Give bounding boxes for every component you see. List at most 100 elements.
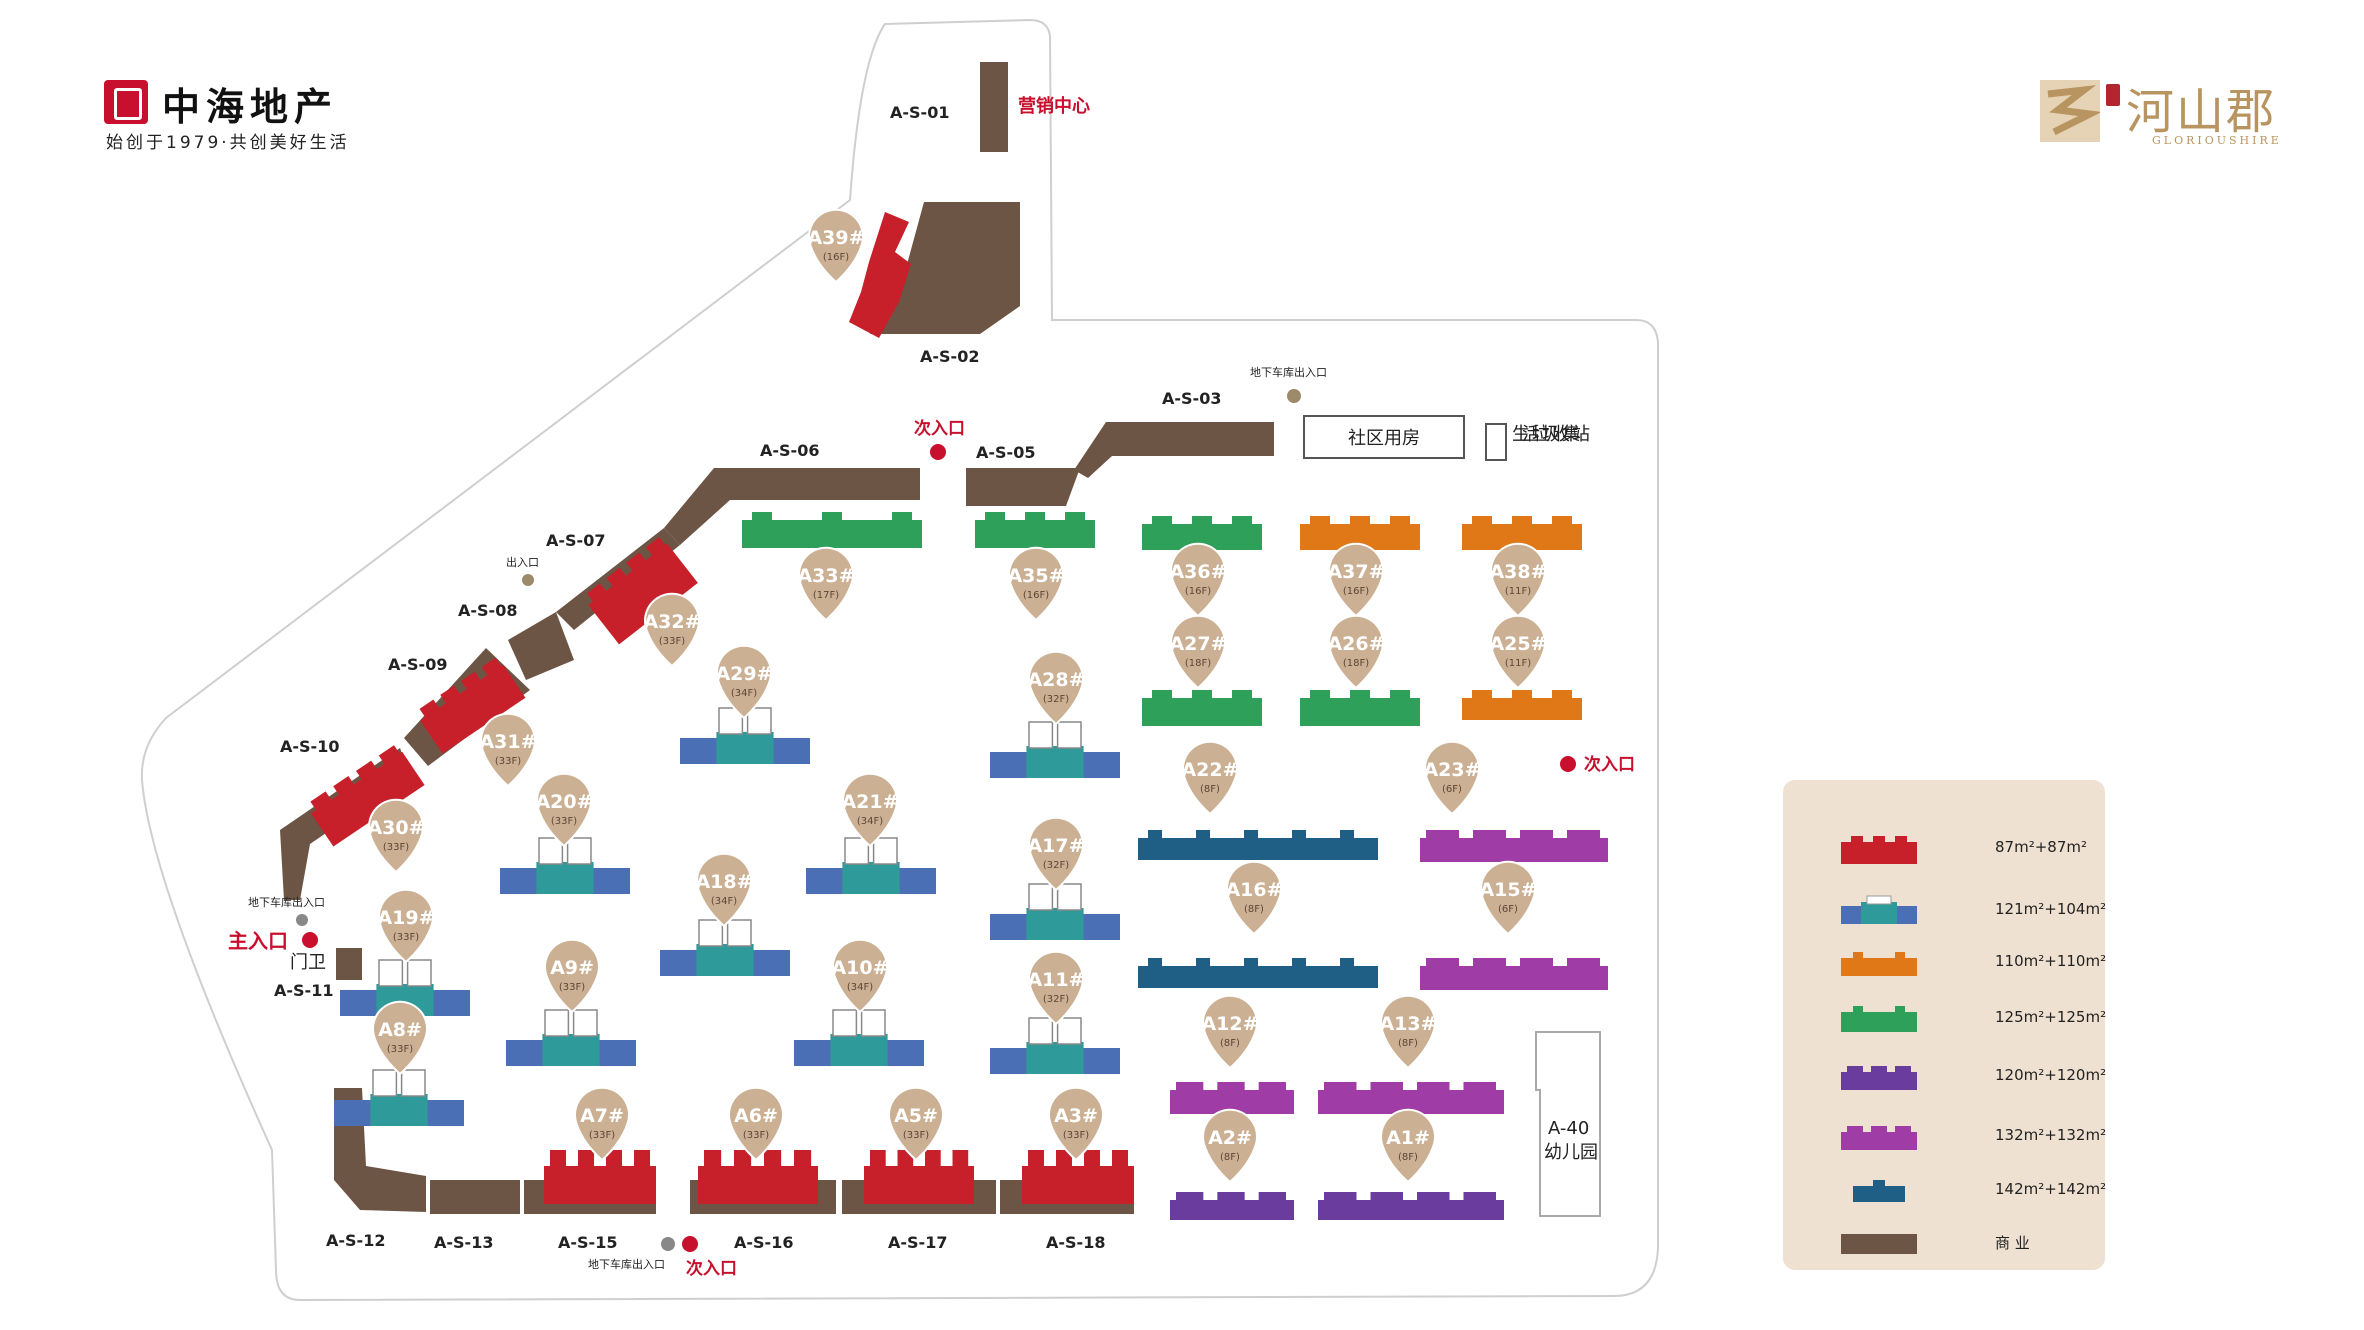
- secondary-entrance-icon-south[interactable]: [682, 1236, 698, 1252]
- commercial-label-A-S-01: A-S-01: [890, 103, 949, 122]
- secondary-entrance-label-east: 次入口: [1584, 754, 1635, 775]
- building-A26[interactable]: [1300, 690, 1420, 726]
- building-tag-A28[interactable]: A28# (32F): [1027, 650, 1085, 726]
- building-tag-A25[interactable]: A25#(11F): [1489, 614, 1547, 690]
- building-tag-A30[interactable]: A30#(33F): [367, 798, 425, 874]
- building-number: A18#: [695, 871, 752, 893]
- building-A21[interactable]: [806, 837, 936, 894]
- building-A28[interactable]: [990, 721, 1120, 778]
- building-A1[interactable]: [1318, 1192, 1504, 1220]
- building-tag-A21[interactable]: A21#(34F): [841, 772, 899, 848]
- building-tag-A31[interactable]: A31#(33F): [479, 712, 537, 788]
- commercial-label-A-S-07: A-S-07: [546, 531, 605, 550]
- building-number: A5#: [894, 1105, 938, 1127]
- building-tag-A38[interactable]: A38# (11F): [1489, 542, 1547, 618]
- building-A5[interactable]: [864, 1150, 974, 1204]
- building-A17[interactable]: [990, 883, 1120, 940]
- building-floors: (16F): [1023, 590, 1049, 601]
- building-tag-A1[interactable]: A1#(8F): [1380, 1108, 1436, 1184]
- building-A22[interactable]: [1138, 830, 1378, 860]
- building-tag-A20[interactable]: A20#(33F): [535, 772, 593, 848]
- building-A30[interactable]: [305, 744, 425, 847]
- building-floors: (18F): [1185, 658, 1211, 669]
- building-tag-A12[interactable]: A12#(8F): [1201, 994, 1259, 1070]
- building-A6[interactable]: [698, 1150, 818, 1204]
- building-A10[interactable]: [794, 1009, 924, 1066]
- building-tag-A33[interactable]: A33#(17F): [797, 546, 855, 622]
- secondary-entrance-icon-east[interactable]: [1560, 756, 1576, 772]
- building-number: A28#: [1027, 669, 1084, 691]
- building-tag-A22[interactable]: A22#(8F): [1181, 740, 1239, 816]
- building-tag-A7[interactable]: A7#(33F): [574, 1086, 630, 1162]
- building-tag-A3[interactable]: A3#(33F): [1048, 1086, 1104, 1162]
- building-tag-A23[interactable]: A23#(6F): [1423, 740, 1481, 816]
- building-number: A38#: [1489, 561, 1546, 583]
- building-A27[interactable]: [1142, 690, 1262, 726]
- building-floors: (33F): [659, 636, 685, 647]
- secondary-entrance-icon-north[interactable]: [930, 444, 946, 460]
- building-tag-A27[interactable]: A27#(18F): [1169, 614, 1227, 690]
- building-floors: (33F): [589, 1130, 615, 1141]
- building-tag-A26[interactable]: A26#(18F): [1327, 614, 1385, 690]
- building-tag-A18[interactable]: A18#(34F): [695, 852, 753, 928]
- building-A11[interactable]: [990, 1017, 1120, 1074]
- building-A8[interactable]: [334, 1069, 464, 1126]
- building-tag-A35[interactable]: A35#(16F): [1007, 546, 1065, 622]
- building-floors: (11F): [1505, 586, 1531, 597]
- building-floors: (33F): [903, 1130, 929, 1141]
- building-A7[interactable]: [544, 1150, 656, 1204]
- garage-entrance-icon-south: [661, 1237, 675, 1251]
- legend-row-commercial: 商 业: [1839, 1226, 2030, 1256]
- building-tag-A11[interactable]: A11#(32F): [1027, 950, 1085, 1026]
- building-tag-A19[interactable]: A19#(33F): [377, 888, 435, 964]
- building-tag-A36[interactable]: A36#(16F): [1169, 542, 1227, 618]
- building-tag-A29[interactable]: A29#(34F): [715, 644, 773, 720]
- building-A3[interactable]: [1022, 1150, 1134, 1204]
- main-entrance-icon[interactable]: [302, 932, 318, 948]
- building-A32[interactable]: [582, 536, 698, 645]
- building-A29[interactable]: [680, 707, 810, 764]
- building-A23[interactable]: [1420, 830, 1608, 862]
- building-A33[interactable]: [742, 512, 922, 548]
- building-A25[interactable]: [1462, 690, 1582, 720]
- building-A15[interactable]: [1420, 958, 1608, 990]
- building-tag-A13[interactable]: A13#(8F): [1379, 994, 1437, 1070]
- legend-swatch-navy: [1853, 1180, 1905, 1202]
- building-A16[interactable]: [1138, 958, 1378, 988]
- commercial-block-A-S-02: [870, 202, 1020, 334]
- building-A2[interactable]: [1170, 1192, 1294, 1220]
- building-tag-A10[interactable]: A10#(34F): [831, 938, 889, 1014]
- building-A39[interactable]: [849, 212, 911, 338]
- commercial-block-A-S-01: [980, 62, 1008, 152]
- secondary-entrance-label-south: 次入口: [686, 1258, 737, 1279]
- building-tag-A9[interactable]: A9#(33F): [544, 938, 600, 1014]
- building-floors: (33F): [495, 756, 521, 767]
- building-number: A2#: [1208, 1127, 1252, 1149]
- building-A9[interactable]: [506, 1009, 636, 1066]
- commercial-label-A-S-15: A-S-15: [558, 1233, 617, 1252]
- building-tag-A32[interactable]: A32#(33F): [643, 592, 701, 668]
- commercial-label-A-S-10: A-S-10: [280, 737, 339, 756]
- building-tag-A2[interactable]: A2#(8F): [1202, 1108, 1258, 1184]
- building-A35[interactable]: [975, 512, 1095, 548]
- building-floors: (33F): [551, 816, 577, 827]
- building-A18[interactable]: [660, 919, 790, 976]
- building-A20[interactable]: [500, 837, 630, 894]
- building-A31[interactable]: [415, 656, 526, 754]
- building-tag-A39[interactable]: A39#(16F): [807, 208, 865, 284]
- building-tag-A15[interactable]: A15#(6F): [1479, 860, 1537, 936]
- building-number: A37#: [1327, 561, 1384, 583]
- building-tag-A17[interactable]: A17#(32F): [1027, 816, 1085, 892]
- building-floors: (16F): [1185, 586, 1211, 597]
- building-number: A6#: [734, 1105, 778, 1127]
- building-tag-A6[interactable]: A6#(33F): [728, 1086, 784, 1162]
- building-floors: (8F): [1244, 904, 1264, 915]
- garage-entrance-label-south: 地下车库出入口: [588, 1257, 665, 1271]
- building-tag-A5[interactable]: A5# (33F): [888, 1086, 944, 1162]
- building-tag-A16[interactable]: A16#(8F): [1225, 860, 1283, 936]
- garage-entrance-icon-west: [296, 914, 308, 926]
- building-tag-A8[interactable]: A8#(33F): [372, 1000, 428, 1076]
- legend-text-purple: 120m²+120m²: [1995, 1066, 2107, 1084]
- building-tag-A37[interactable]: A37#(16F): [1327, 542, 1385, 618]
- building-floors: (32F): [1043, 694, 1069, 705]
